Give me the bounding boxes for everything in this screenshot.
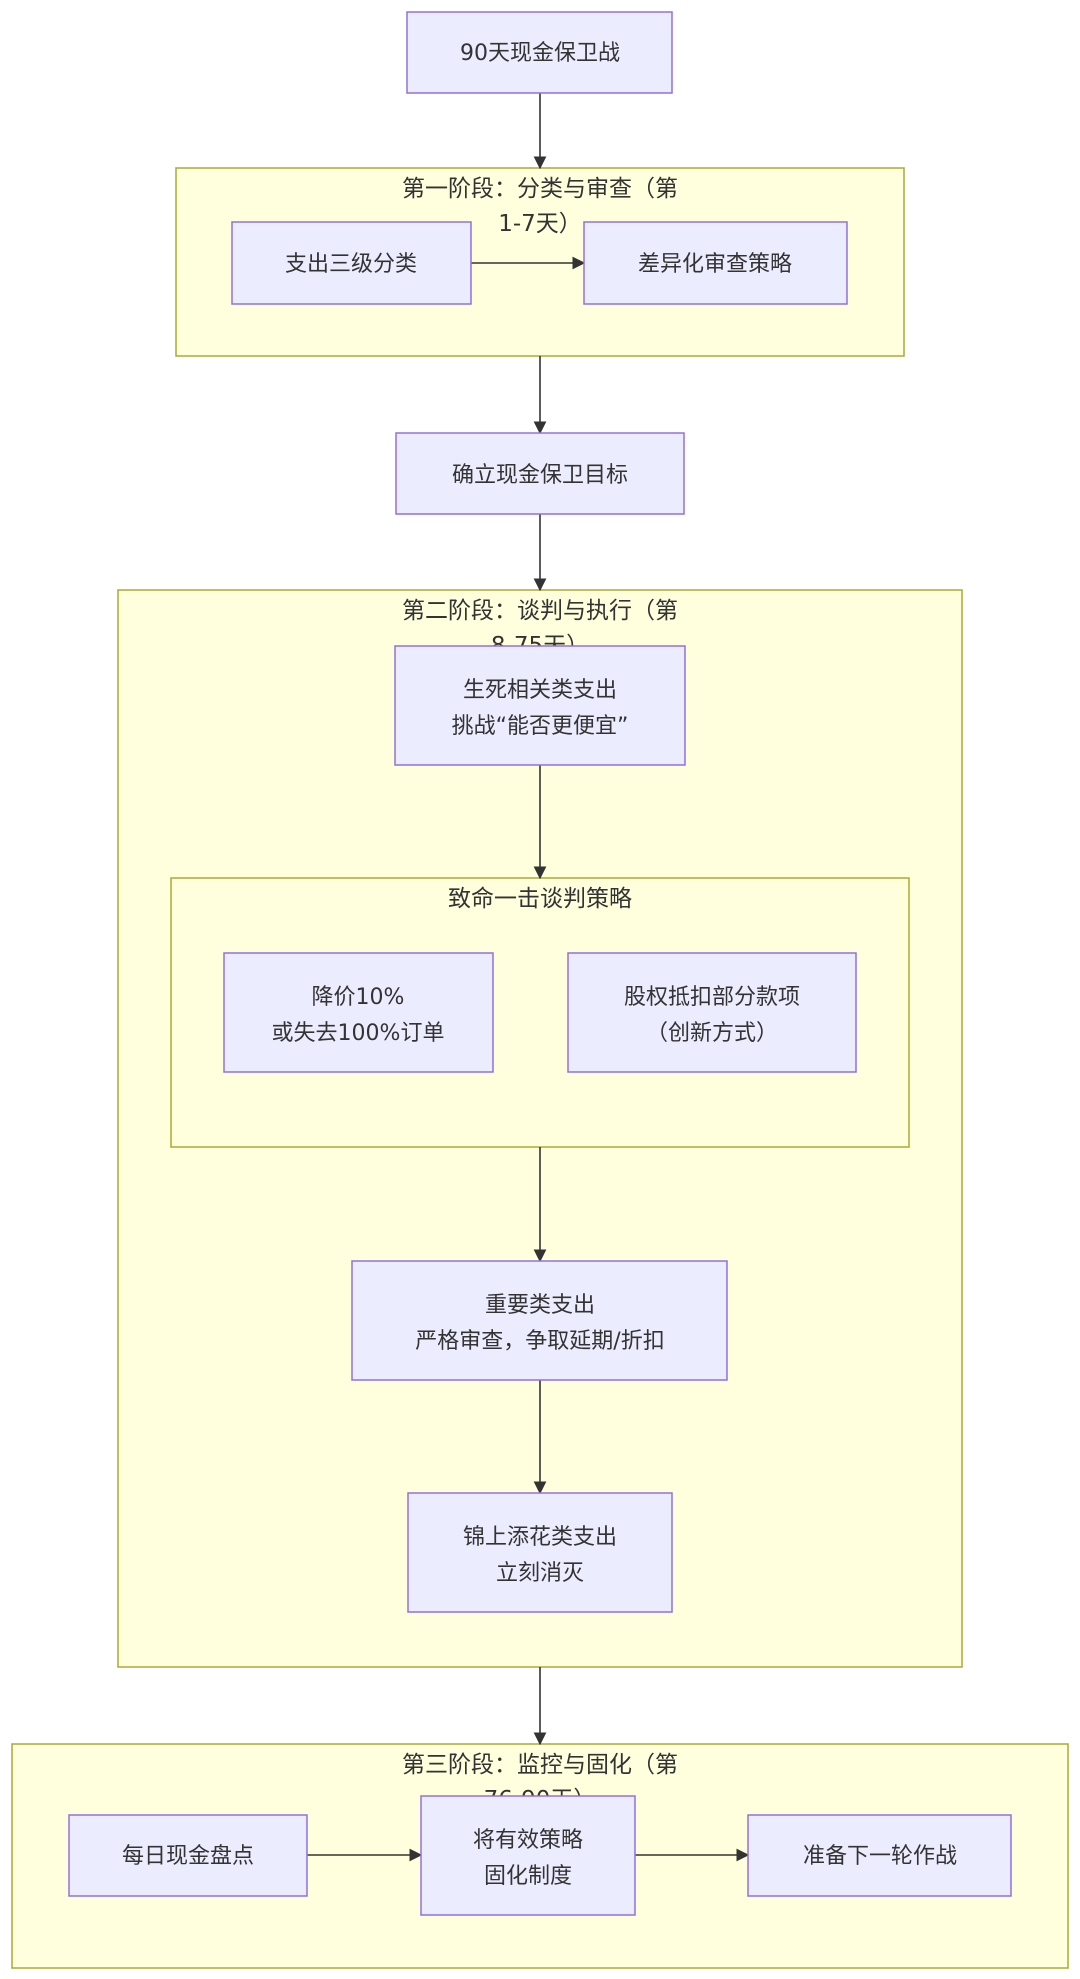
node-price-cut-label-line2: 或失去100%订单 [272,1021,445,1046]
node-review: 差异化审查策略 [583,221,848,305]
node-important-label-line2: 严格审查，争取延期/折扣 [415,1329,664,1354]
node-price-cut-label-line1: 降价10% [312,985,405,1010]
node-start: 90天现金保卫战 [406,11,673,94]
edges [307,93,750,1862]
node-price-cut: 降价10% 或失去100%订单 [223,952,494,1073]
phase2-title-line1: 第二阶段：谈判与执行（第 [402,598,678,624]
phase1-title-line2: 1-7天） [498,211,582,237]
node-review-label: 差异化审查策略 [638,252,792,277]
node-next-label: 准备下一轮作战 [803,1844,957,1869]
node-goal: 确立现金保卫目标 [395,432,685,515]
node-vital-label-line1: 生死相关类支出 [463,678,617,703]
phase1-title-line1: 第一阶段：分类与审查（第 [402,176,678,202]
node-equity-label-line1: 股权抵扣部分款项 [624,985,800,1010]
node-daily-label: 每日现金盘点 [122,1844,254,1869]
node-next: 准备下一轮作战 [747,1814,1012,1897]
node-vital-label-line2: 挑战“能否更便宜” [452,714,629,739]
node-equity: 股权抵扣部分款项 （创新方式） [567,952,857,1073]
node-important: 重要类支出 严格审查，争取延期/折扣 [351,1260,728,1381]
node-luxury-label-line2: 立刻消灭 [496,1561,584,1586]
node-solidify: 将有效策略 固化制度 [420,1795,636,1916]
node-equity-label-line2: （创新方式） [646,1021,778,1046]
node-start-label: 90天现金保卫战 [460,41,620,66]
node-vital: 生死相关类支出 挑战“能否更便宜” [394,645,686,766]
node-classify: 支出三级分类 [231,221,472,305]
node-luxury: 锦上添花类支出 立刻消灭 [407,1492,673,1613]
node-luxury-label-line1: 锦上添花类支出 [463,1525,617,1550]
node-goal-label: 确立现金保卫目标 [452,463,628,488]
node-important-label-line1: 重要类支出 [485,1293,595,1318]
node-solidify-label-line1: 将有效策略 [473,1828,583,1853]
node-daily: 每日现金盘点 [68,1814,308,1897]
tactics-title: 致命一击谈判策略 [448,886,632,912]
node-classify-label: 支出三级分类 [285,252,417,277]
node-solidify-label-line2: 固化制度 [484,1864,572,1889]
phase3-title-line1: 第三阶段：监控与固化（第 [402,1752,678,1778]
